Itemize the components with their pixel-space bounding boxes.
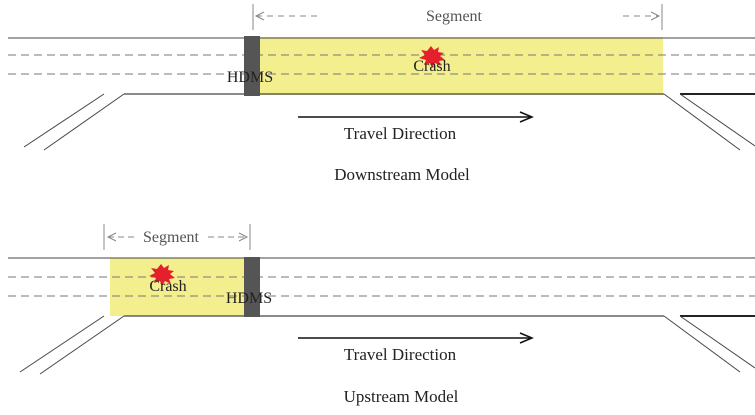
downstream-segment-label: Segment xyxy=(426,8,483,25)
upstream-segment-label: Segment xyxy=(143,229,200,246)
crash-starburst-icon xyxy=(149,264,175,286)
upstream-offramp-line-1 xyxy=(663,315,741,373)
downstream-offramp-line-1 xyxy=(663,93,741,151)
downstream-onramp-line-2 xyxy=(43,93,125,151)
upstream-panel: Segment Crash HDMS Travel Direction Upst… xyxy=(8,224,755,406)
downstream-segment-area xyxy=(259,37,663,95)
upstream-onramp-line-2 xyxy=(39,315,125,375)
right-arrow-icon xyxy=(298,111,534,123)
downstream-panel: Segment Crash HDMS Travel Direction Down… xyxy=(8,4,755,184)
downstream-model-title: Downstream Model xyxy=(334,165,470,184)
downstream-travel-direction-label: Travel Direction xyxy=(344,124,457,143)
upstream-onramp-line-1 xyxy=(19,315,105,373)
upstream-segment-area xyxy=(110,258,245,316)
upstream-crash-label: Crash xyxy=(149,278,186,295)
upstream-travel-direction-label: Travel Direction xyxy=(344,345,457,364)
downstream-offramp-line-2 xyxy=(679,93,755,147)
downstream-onramp-line-1 xyxy=(23,93,105,148)
upstream-hdms-label: HDMS xyxy=(226,290,272,307)
downstream-hdms-block xyxy=(244,36,260,96)
right-arrow-icon xyxy=(298,332,534,344)
upstream-segment-dimension xyxy=(103,224,251,250)
upstream-model-title: Upstream Model xyxy=(344,387,459,406)
downstream-segment-dimension xyxy=(252,4,663,30)
crash-starburst-icon xyxy=(419,46,445,68)
downstream-crash-label: Crash xyxy=(413,58,450,75)
upstream-hdms-block xyxy=(244,257,260,317)
upstream-offramp-line-2 xyxy=(679,315,755,369)
downstream-hdms-label: HDMS xyxy=(227,69,273,86)
